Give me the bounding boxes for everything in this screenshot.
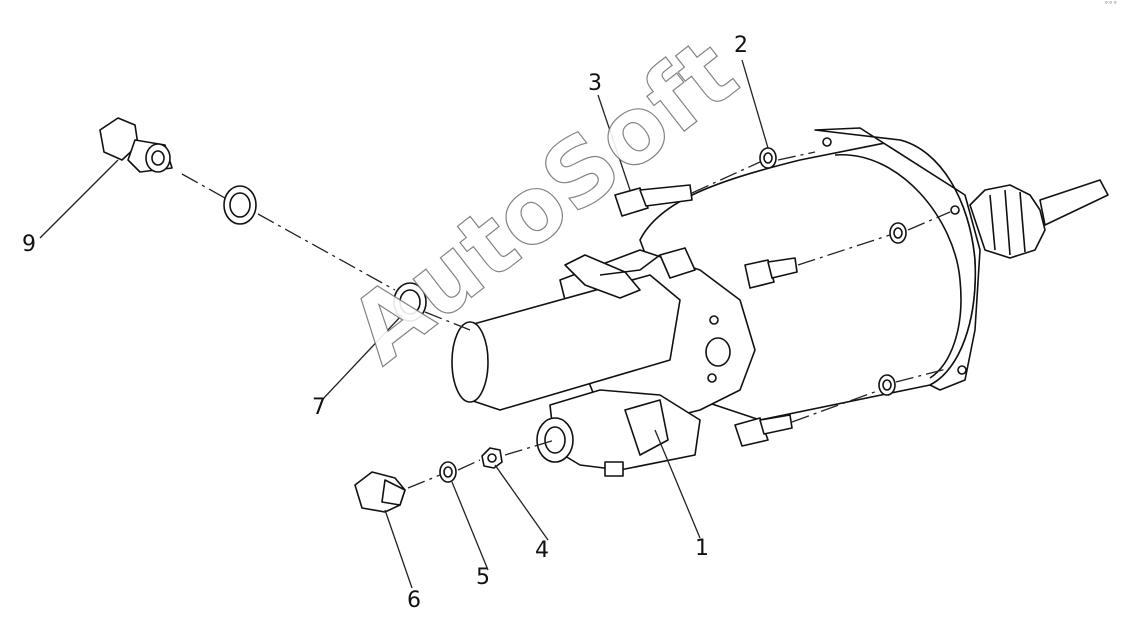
- corner-mark: ˚˚˚: [1104, 2, 1118, 12]
- washer-top: [759, 147, 777, 169]
- banjo-fitting: [99, 117, 173, 173]
- callout-1: 1: [695, 536, 709, 561]
- sealing-ring-b: [393, 282, 427, 322]
- bolt-upper: [614, 184, 693, 217]
- sealing-ring-a: [223, 185, 257, 225]
- plug: [354, 471, 406, 513]
- washer-low: [878, 374, 896, 396]
- hydraulic-cylinder: [451, 274, 681, 411]
- bolt-middle: [744, 257, 798, 289]
- callout-2: 2: [734, 33, 748, 58]
- callout-5: 5: [476, 565, 490, 590]
- callout-9: 9: [22, 232, 36, 257]
- callout-3: 3: [588, 71, 602, 96]
- lower-port-block: [536, 389, 701, 477]
- callout-7: 7: [312, 395, 326, 420]
- push-rod: [969, 179, 1109, 259]
- callout-4: 4: [535, 538, 549, 563]
- nut: [481, 447, 503, 469]
- bolt-lower: [734, 414, 793, 447]
- lock-washer: [439, 461, 457, 483]
- top-fitting: [564, 247, 696, 299]
- callout-6: 6: [407, 588, 421, 613]
- washer-mid: [889, 222, 907, 244]
